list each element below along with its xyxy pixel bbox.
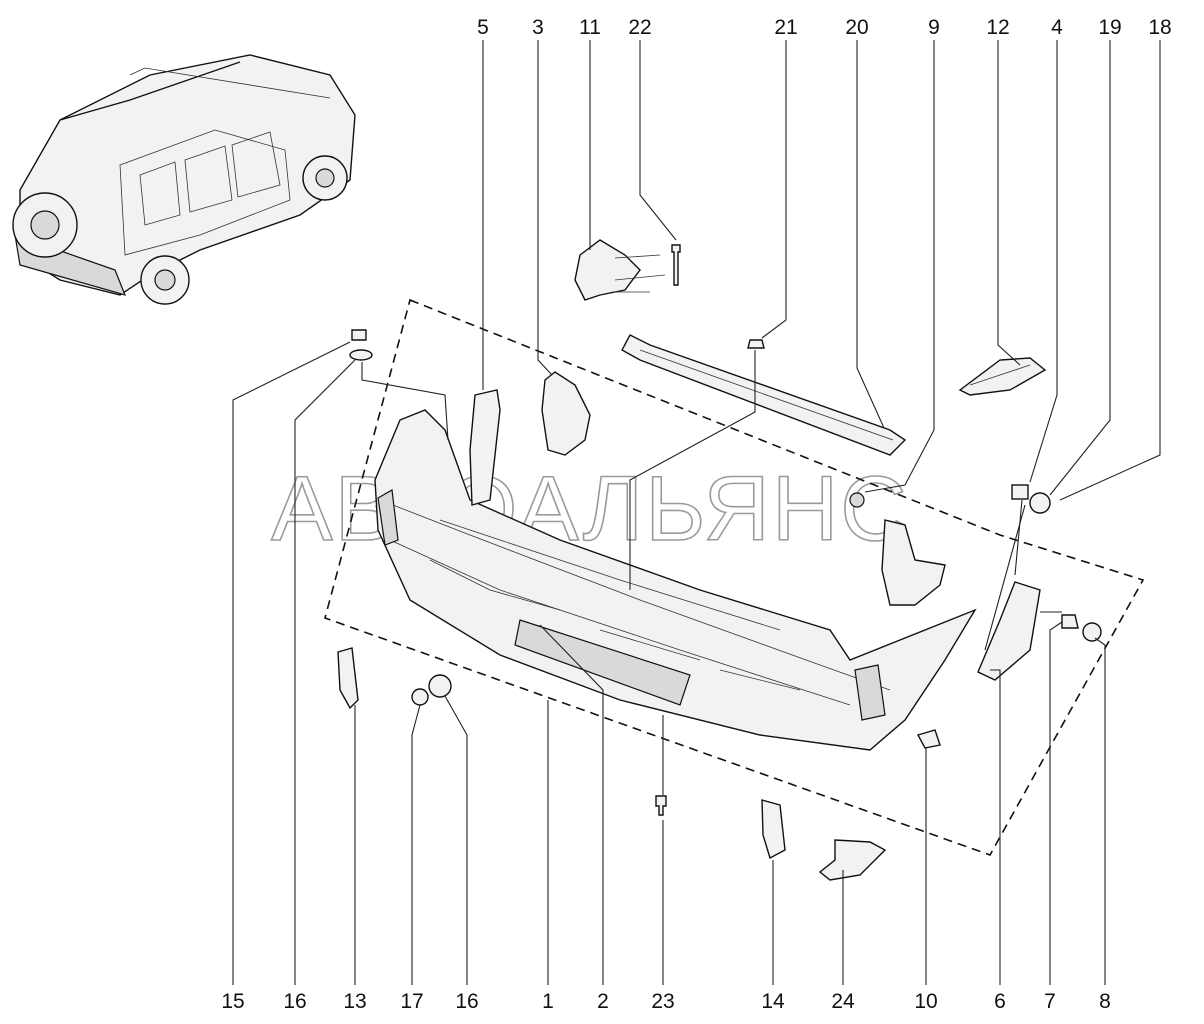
callout-23: 23	[651, 990, 674, 1013]
bracket-11	[574, 239, 641, 301]
callout-20: 20	[845, 16, 868, 39]
bracket-5	[469, 389, 501, 506]
callout-16-b: 16	[455, 990, 478, 1013]
callout-10: 10	[914, 990, 937, 1013]
callout-19: 19	[1098, 16, 1121, 39]
callouts-top: 5 3 11 22 21 20 9 12 4 19 18	[477, 16, 1172, 39]
reflector-13	[337, 647, 359, 710]
clip-9-left	[849, 492, 865, 508]
callouts-bottom: 15 16 13 17 16 1 2 23 14 24 10 6 7 8	[221, 990, 1111, 1013]
reflector-14	[761, 799, 786, 860]
vehicle-thumbnail	[12, 54, 356, 305]
callout-2: 2	[597, 990, 609, 1013]
clip-7	[1061, 614, 1079, 629]
bracket-9	[881, 519, 946, 606]
clip-10	[916, 729, 941, 749]
nut-17	[411, 688, 429, 706]
callout-9: 9	[928, 16, 940, 39]
callout-18: 18	[1148, 16, 1171, 39]
callout-8: 8	[1099, 990, 1111, 1013]
callout-11: 11	[579, 16, 601, 39]
callout-24: 24	[831, 990, 855, 1013]
clip-4	[1011, 484, 1029, 500]
callout-5: 5	[477, 16, 489, 39]
bumper-cover	[374, 409, 977, 751]
callout-4: 4	[1051, 16, 1063, 39]
washer-16-bottom	[428, 674, 452, 698]
callout-13: 13	[343, 990, 366, 1013]
bracket-12	[958, 357, 1047, 396]
callout-7: 7	[1044, 990, 1056, 1013]
nut-19	[1029, 492, 1051, 514]
callout-14: 14	[761, 990, 785, 1013]
watermark-text: АВТОАЛЬЯНС	[271, 458, 909, 560]
bolt-15	[351, 329, 367, 341]
bolt-21	[747, 339, 765, 349]
bolt-22	[671, 244, 681, 286]
callout-6: 6	[994, 990, 1006, 1013]
callout-3: 3	[532, 16, 544, 39]
callout-17: 17	[400, 990, 423, 1013]
leader-lines	[232, 40, 1161, 985]
bracket-3	[541, 371, 591, 456]
assembly-boundary	[324, 298, 1145, 856]
callout-1: 1	[542, 990, 554, 1013]
clip-23	[655, 795, 667, 816]
bracket-6	[977, 581, 1041, 681]
callout-15: 15	[221, 990, 244, 1013]
callout-21: 21	[774, 16, 797, 39]
nut-8	[1082, 622, 1102, 642]
reinforcement-beam	[621, 334, 907, 456]
washer-16-top	[349, 349, 373, 361]
plate-24	[818, 839, 887, 881]
callout-12: 12	[986, 16, 1009, 39]
callout-16-a: 16	[283, 990, 306, 1013]
callout-22: 22	[628, 16, 651, 39]
